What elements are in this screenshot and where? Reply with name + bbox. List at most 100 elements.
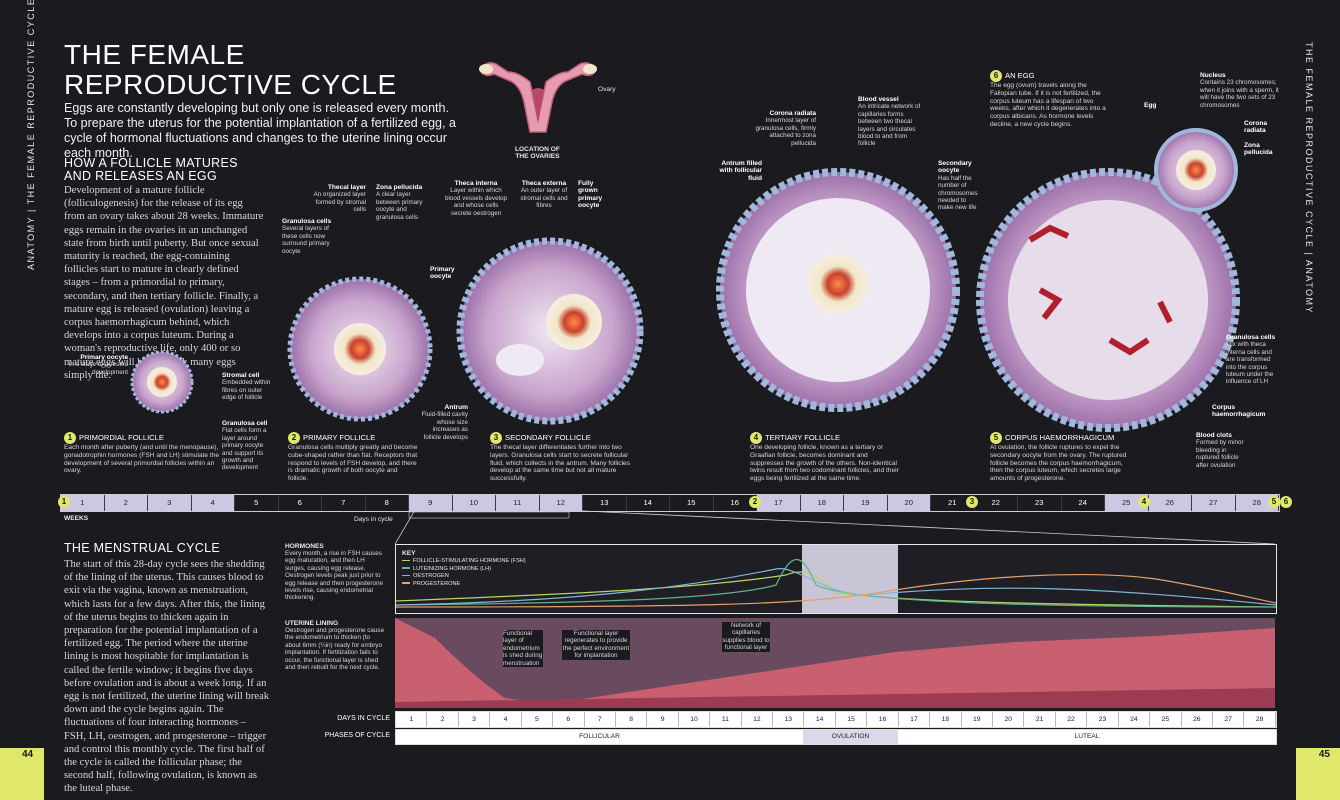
label-desc: An organized layer formed by stromal cel… [313,191,366,214]
week-cell: 10 [452,495,496,511]
week-cell: 7 [322,495,366,511]
label-title: Blood vessel [858,96,899,103]
marker-2: 2 [749,496,761,508]
left-margin: ANATOMY | THE FEMALE REPRODUCTIVE CYCLE [0,0,52,800]
ovary-caption: LOCATION OF THE OVARIES [515,146,560,160]
phases-row-label: PHASES OF CYCLE [324,732,390,739]
uterine-text: Oestrogen and progesterone cause the end… [285,627,385,672]
zoom-lines [395,510,1275,545]
page-number-right: 45 [1318,749,1330,760]
label-title: Fully grown primary oocyte [578,180,603,210]
blood-clot [1028,224,1070,243]
day-cell: 20 [993,712,1025,727]
lining-svg [395,618,1275,708]
step-text: The egg (ovum) travels along the Fallopi… [990,82,1106,128]
step-text: The thecal layer differentiates further … [490,444,630,483]
label-title: Stromal cell [222,372,260,379]
phase-follicular: FOLLICULAR [579,733,620,740]
day-cell: 17 [899,712,931,727]
follicle-heading: HOW A FOLLICLE MATURES AND RELEASES AN E… [64,157,238,183]
step-text: At ovulation, the follicle ruptures to e… [990,444,1127,483]
day-cell: 14 [804,712,836,727]
day-cell: 13 [773,712,805,727]
key-item: PROGESTERONE [402,581,526,589]
label-desc: Formed by minor bleeding in ruptured fol… [1196,439,1244,469]
hormone-curve [396,571,1276,608]
hormones-block: HORMONES Every month, a rise in FSH caus… [285,543,387,602]
label-title: Corpus haemorrhagicum [1212,404,1266,419]
step-number: 6 [990,70,1002,82]
ovary-label: Ovary [598,86,616,93]
egg-nucleus [1176,150,1216,190]
label-zona-pellucida-2: Zona pellucida [1244,142,1278,157]
follicle-illustrations [130,128,1240,432]
week-cell: 27 [1192,495,1236,511]
title-line-2: REPRODUCTIVE CYCLE [64,69,397,100]
day-cell: 2 [427,712,459,727]
week-cell: 8 [365,495,409,511]
tertiary-oocyte [808,254,868,314]
hormone-curve [396,568,1276,606]
day-cell: 7 [585,712,616,727]
key-label: LUTEINIZING HORMONE (LH) [413,565,492,572]
week-cell: 14 [626,495,670,511]
week-cell: 3 [148,495,192,511]
day-cell: 23 [1087,712,1119,727]
week-cell: 23 [1018,495,1062,511]
key-title: KEY [402,550,416,557]
week-cell: 22 [974,495,1018,511]
label-title: Primary oocyte [430,266,455,281]
follicle-heading-1: HOW A FOLLICLE MATURES [64,156,238,170]
uterine-block: UTERINE LINING Oestrogen and progesteron… [285,620,387,671]
day-cell: 19 [962,712,994,727]
key-item: FOLLICLE-STIMULATING HORMONE (FSH) [402,558,526,566]
phases-row: FOLLICULAR OVULATION LUTEAL [395,729,1277,745]
key-label: OESTROGEN [413,573,449,579]
label-title: Primary oocyte [80,354,128,361]
step-number: 3 [490,432,502,444]
week-cell: 4 [191,495,235,511]
page-corner-left [0,748,44,800]
step-title: SECONDARY FOLLICLE [505,433,591,442]
week-cell: 17 [757,495,801,511]
week-cell: 18 [800,495,844,511]
label-title: Granulosa cells [1226,334,1276,341]
day-cell: 12 [742,712,774,727]
hormone-curves [396,558,1276,608]
label-desc: Innermost layer of granulosa cells, firm… [755,117,816,147]
label-desc: An outer layer of stromal cells and fibr… [520,187,568,210]
key-item: OESTROGEN [402,573,526,581]
label-title: Zona pellucida [376,184,423,191]
day-cell: 27 [1213,712,1245,727]
label-egg: Egg [1144,102,1164,109]
day-cell: 16 [867,712,899,727]
week-cell: 2 [104,495,148,511]
week-cell: 12 [539,495,583,511]
hormones-text: Every month, a rise in FSH causes egg ma… [285,550,384,602]
day-cell: 9 [647,712,679,727]
label-title: Egg [1144,102,1157,109]
hormone-curve [396,574,1276,608]
hormone-key: FOLLICLE-STIMULATING HORMONE (FSH)LUTEIN… [402,558,526,588]
label-corona-radiata-2: Corona radiata [1244,120,1278,135]
step-number: 1 [64,432,76,444]
step-number: 2 [288,432,300,444]
label-title: Theca interna [454,180,498,187]
label-title: Theca externa [521,180,567,187]
key-item: LUTEINIZING HORMONE (LH) [402,566,526,574]
label-desc: An intricate network of capillaries form… [858,103,921,148]
step-text: One developing follicle, known as a tert… [750,444,899,483]
step-title: PRIMORDIAL FOLLICLE [79,433,164,442]
